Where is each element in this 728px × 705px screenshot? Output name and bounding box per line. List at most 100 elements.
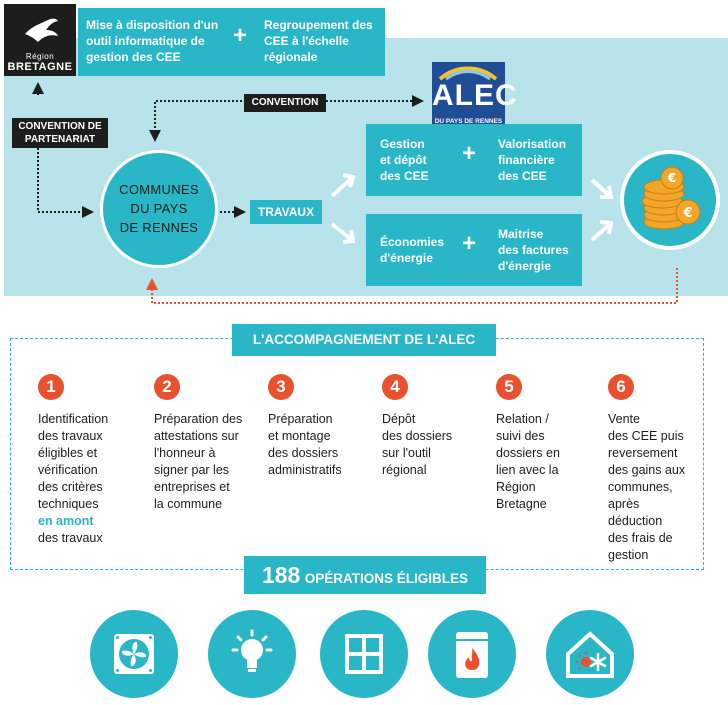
step-line: Vente	[608, 412, 640, 426]
step-line: régional	[382, 463, 427, 477]
communes-circle: COMMUNES DU PAYS DE RENNES	[100, 150, 218, 268]
step-line: des frais de	[608, 531, 673, 545]
cee-management-box: Gestion et dépôt des CEE + Valorisation …	[366, 124, 582, 196]
step-line: des travaux	[38, 429, 103, 443]
logo-bretagne-text: BRETAGNE	[7, 61, 73, 73]
region-bretagne-logo: Région BRETAGNE	[4, 4, 76, 76]
ermine-bird-icon	[25, 18, 58, 42]
step-text: Dépôt des dossiers sur l'outil régional	[382, 411, 492, 479]
operations-label: OPÉRATIONS ÉLIGIBLES	[304, 571, 469, 586]
logo-region-text: Région	[25, 52, 55, 61]
svg-text:€: €	[667, 171, 676, 185]
maitrise-line1: Maitrise	[498, 227, 544, 241]
step-line: signer par les	[154, 463, 230, 477]
step-line: et montage	[268, 429, 331, 443]
step-line: des dossiers	[268, 446, 339, 460]
step-line: dossiers en	[496, 446, 560, 460]
step-line: entreprises et	[154, 480, 230, 494]
house-heat-pump-icon	[566, 631, 614, 678]
heating-circle	[428, 610, 516, 698]
convention-partenariat-tag: CONVENTION DE PARTENARIAT	[12, 118, 108, 148]
step-line: Préparation des	[154, 412, 243, 426]
alec-swoosh-icon	[438, 66, 498, 81]
plus-sign: +	[462, 230, 477, 257]
maitrise-line3: d'énergie	[498, 259, 551, 273]
accompagnement-title: L'ACCOMPAGNEMENT DE L'ALEC	[232, 324, 496, 356]
step-line: lien avec la	[496, 463, 559, 477]
step-line: déduction	[608, 514, 663, 528]
heat-pump-circle	[546, 610, 634, 698]
step-line: Préparation	[268, 412, 333, 426]
economies-text: Économies d'énergie	[380, 234, 444, 266]
banner-regroupement-text: Regroupement des CEE à l'échelle régiona…	[264, 18, 373, 64]
communes-line1: COMMUNES	[119, 182, 199, 197]
step-line: des dossiers	[382, 429, 453, 443]
step-highlight: en amont	[38, 514, 94, 528]
step-line: des critères	[38, 480, 103, 494]
step-line: des gains aux	[608, 463, 686, 477]
alec-name: ALEC	[432, 79, 518, 112]
lighting-circle	[208, 610, 296, 698]
banner-tool-text: Mise à disposition d'un outil informatiq…	[86, 18, 219, 64]
step-line: administratifs	[268, 463, 342, 477]
window-circle	[320, 610, 408, 698]
banner-plus: +	[233, 22, 248, 49]
convention-partenariat-line1: CONVENTION DE	[18, 121, 102, 132]
step-number: 4	[382, 374, 408, 400]
travaux-tag: TRAVAUX	[250, 200, 322, 224]
valorisation-line2: financière	[498, 153, 555, 167]
step-line: suivi des	[496, 429, 545, 443]
step-text: Préparation des attestations sur l'honneur…	[154, 411, 264, 513]
step-line: la commune	[154, 497, 223, 511]
step-line: Bretagne	[496, 497, 547, 511]
step-line: vérification	[38, 463, 98, 477]
valorisation-text: Valorisation financière des CEE	[498, 136, 566, 184]
step-line: gestion	[608, 548, 649, 562]
gestion-line1: Gestion	[380, 137, 425, 151]
step-line: après	[608, 497, 640, 511]
maitrise-text: Maitrise des factures d'énergie	[498, 226, 569, 274]
maitrise-line2: des factures	[498, 243, 569, 257]
alec-sub: DU PAYS DE RENNES	[434, 118, 503, 125]
step-number: 5	[496, 374, 522, 400]
step-number: 3	[268, 374, 294, 400]
light-bulb-icon	[231, 629, 273, 672]
ventilation-fan-icon	[114, 634, 154, 674]
operations-count: 188	[261, 562, 301, 588]
communes-line3: DE RENNES	[119, 220, 199, 235]
step-line: Région	[496, 480, 536, 494]
step-text: Vente des CEE puis reversement des gains au…	[608, 411, 718, 564]
ventilation-circle	[90, 610, 178, 698]
step-line: des CEE puis	[608, 429, 684, 443]
step-text: Préparation et montage des dossiers adminis…	[268, 411, 378, 479]
step-line: l'honneur à	[154, 446, 216, 460]
step-number: 2	[154, 374, 180, 400]
svg-text:€: €	[682, 206, 692, 221]
boiler-flame-icon	[456, 632, 488, 678]
window-icon	[345, 634, 383, 674]
coins-circle: € €	[620, 150, 720, 250]
economies-line1: Économies	[380, 235, 445, 249]
euro-coins-icon: € €	[641, 166, 701, 230]
convention-tag: CONVENTION	[244, 94, 326, 112]
top-banner: Mise à disposition d'un outil informatiq…	[78, 8, 385, 76]
gestion-line2: et dépôt	[380, 153, 427, 167]
step-line: attestations sur	[154, 429, 239, 443]
step-number: 1	[38, 374, 64, 400]
step-line: sur l'outil	[382, 446, 431, 460]
alec-logo: ALEC DU PAYS DE RENNES	[432, 62, 518, 132]
communes-line2: DU PAYS	[130, 201, 188, 216]
operations-heading: 188 OPÉRATIONS ÉLIGIBLES	[244, 556, 486, 594]
energy-savings-box: Économies d'énergie + Maitrise des factu…	[366, 214, 582, 286]
step-line: reversement	[608, 446, 678, 460]
step-number: 6	[608, 374, 634, 400]
gestion-line3: des CEE	[380, 169, 429, 183]
connector-lines	[32, 82, 678, 304]
step-line: Dépôt	[382, 412, 416, 426]
convention-partenariat-line2: PARTENARIAT	[24, 134, 96, 145]
economies-line2: d'énergie	[380, 251, 433, 265]
step-line: techniques	[38, 497, 99, 511]
step-line: éligibles et	[38, 446, 98, 460]
